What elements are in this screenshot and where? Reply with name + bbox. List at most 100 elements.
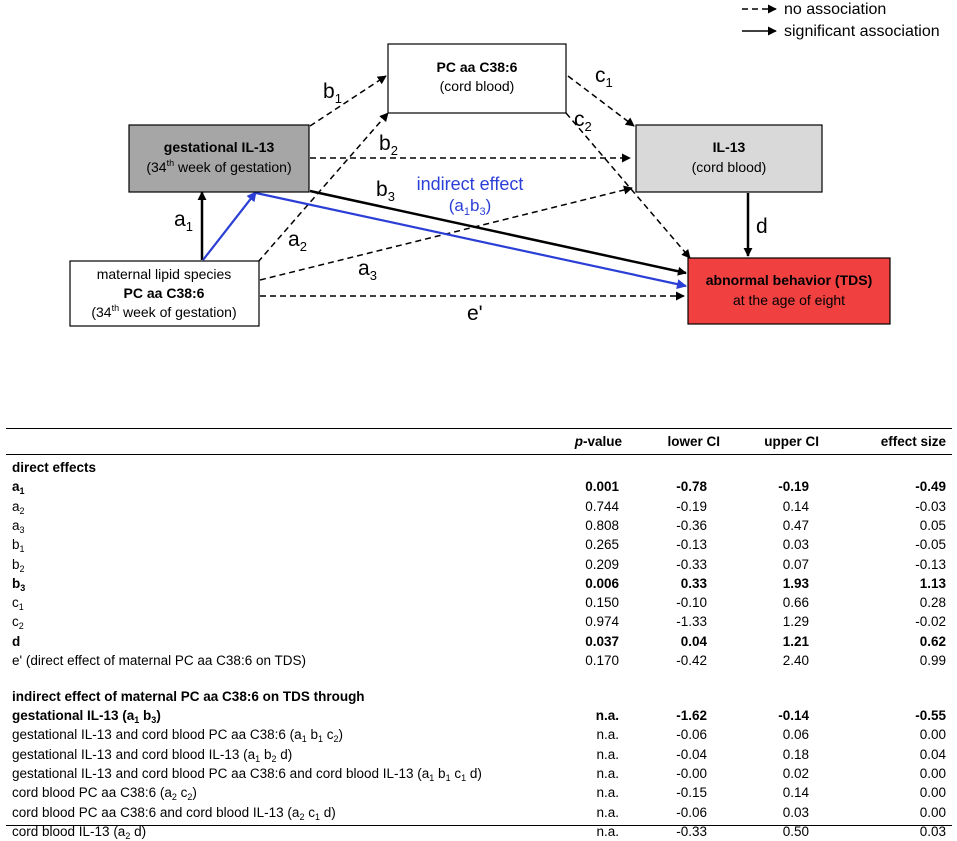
row-label: gestational IL-13 and cord blood PC aa C… — [12, 725, 343, 744]
direct-effects-heading-label: direct effects — [12, 460, 97, 475]
row-label-subscript: 2 — [187, 792, 193, 803]
row-label-subscript: 1 — [18, 602, 24, 613]
row-label-base: a — [12, 479, 20, 495]
legend: no association significant association — [742, 1, 940, 40]
solid-paths — [197, 189, 753, 289]
legend-solid-label: significant association — [784, 23, 940, 40]
cell-upper: 1.21 — [782, 633, 809, 649]
node-cord-blood-pc-subtitle: (cord blood) — [440, 78, 515, 94]
indirect-path-up — [202, 191, 257, 261]
row-label-text: c — [450, 765, 462, 781]
label-c1: c1 — [595, 64, 613, 90]
row-label-subscript: 1 — [301, 734, 307, 745]
cell-upper: 0.03 — [782, 537, 809, 553]
label-a1: a1 — [174, 208, 193, 234]
indirect-effects-heading-label: indirect effect of maternal PC aa C38:6 … — [12, 688, 365, 704]
row-label-base: b — [12, 575, 21, 591]
cell-effect: -0.02 — [915, 614, 946, 630]
cell-lower: -0.04 — [676, 746, 707, 762]
row-label-text: c — [176, 785, 188, 801]
row-label-subscript: 2 — [18, 621, 24, 632]
row-label-text: gestational IL-13 and cord blood IL-13 (… — [12, 746, 256, 762]
header-lower-ci: lower CI — [667, 434, 720, 449]
row-label-base: c — [12, 614, 19, 630]
node-maternal-lipid-title: PC aa C38:6 — [124, 285, 205, 301]
cell-p: 0.744 — [585, 498, 619, 514]
path-a2 — [257, 112, 389, 263]
indirect-path-across — [255, 191, 687, 289]
cell-lower: 0.04 — [680, 633, 707, 649]
cell-p: 0.974 — [585, 614, 619, 630]
cell-p: 0.001 — [585, 479, 619, 495]
row-label-subscript: 3 — [20, 582, 26, 593]
row-label-text: b — [139, 708, 152, 723]
row-label-subscript: 1 — [461, 772, 467, 783]
row-label: b1 — [12, 535, 25, 554]
cell-p: 0.006 — [585, 575, 619, 591]
table-bottom-rule — [6, 825, 952, 826]
cell-lower: -0.36 — [676, 517, 707, 533]
row-label: b2 — [12, 555, 25, 574]
label-e-prime: e' — [467, 302, 483, 325]
node-outcome-tds-title: abnormal behavior (TDS) — [706, 272, 872, 288]
row-label-text: ) — [192, 785, 197, 801]
cell-upper: 0.07 — [782, 556, 809, 572]
label-a2: a2 — [288, 228, 307, 254]
node-maternal-lipid: maternal lipid species PC aa C38:6 (34th… — [69, 260, 260, 327]
table-row: e' (direct effect of maternal PC aa C38:… — [6, 651, 952, 670]
row-label-subscript: 1 — [445, 772, 451, 783]
row-label-subscript: 2 — [333, 734, 339, 745]
cell-p: n.a. — [596, 804, 619, 820]
cell-effect: 0.62 — [919, 633, 946, 649]
row-label-subscript: 3 — [151, 715, 157, 725]
table-row: gestational IL-13 and cord blood PC aa C… — [6, 764, 952, 783]
row-label-subscript: 3 — [19, 524, 25, 535]
header-p-value: p-value — [574, 434, 622, 449]
row-label-base: b — [12, 556, 20, 572]
cell-p: 0.209 — [585, 556, 619, 572]
cell-effect: 0.00 — [919, 727, 946, 743]
cell-upper: 0.02 — [782, 765, 809, 781]
row-label: cord blood PC aa C38:6 and cord blood IL… — [12, 803, 336, 822]
node-cord-blood-il13-title: IL-13 — [713, 139, 746, 155]
row-label: gestational IL-13 and cord blood PC aa C… — [12, 764, 482, 783]
cell-lower: -0.06 — [676, 804, 707, 820]
row-label-text: d) — [319, 804, 336, 820]
cell-p: n.a. — [596, 746, 619, 762]
cell-effect: -0.49 — [915, 479, 946, 495]
node-gestational-il13: gestational IL-13 (34th week of gestatio… — [128, 124, 310, 193]
cell-upper: 0.14 — [782, 498, 809, 514]
cell-upper: -0.19 — [778, 479, 809, 495]
indirect-effect-formula: (a1b3) — [449, 196, 492, 218]
row-label: a3 — [12, 516, 25, 535]
label-b2: b2 — [379, 132, 398, 158]
row-label-text: d) — [130, 823, 147, 839]
cell-effect: 0.99 — [919, 653, 946, 668]
cell-p: n.a. — [595, 708, 619, 723]
label-b3: b3 — [376, 178, 395, 204]
row-label: cord blood PC aa C38:6 (a2 c2) — [12, 783, 197, 802]
row-label: gestational IL-13 (a1 b3) — [12, 706, 161, 725]
cell-effect: 1.13 — [919, 575, 946, 591]
cell-upper: 1.93 — [782, 575, 809, 591]
cell-upper: 0.14 — [782, 785, 809, 801]
row-label-base: c — [12, 595, 19, 611]
cell-lower: -0.42 — [676, 653, 707, 668]
mediation-diagram: no association significant association P… — [69, 1, 940, 327]
table-header-rule — [6, 454, 952, 455]
cell-upper: 1.29 — [782, 614, 809, 630]
path-labels: b1 c1 c2 b2 b3 a1 a2 a3 d e' indirect ef… — [174, 64, 768, 325]
path-b3 — [309, 189, 687, 276]
row-label-text: cord blood IL-13 (a — [12, 823, 126, 839]
cell-p: 0.808 — [585, 517, 619, 533]
row-label-text: d) — [466, 765, 482, 781]
row-label: e' (direct effect of maternal PC aa C38:… — [12, 651, 306, 670]
row-label-subscript: 1 — [429, 772, 435, 783]
row-label-text: ) — [338, 727, 344, 743]
row-label-text: b — [434, 765, 446, 781]
